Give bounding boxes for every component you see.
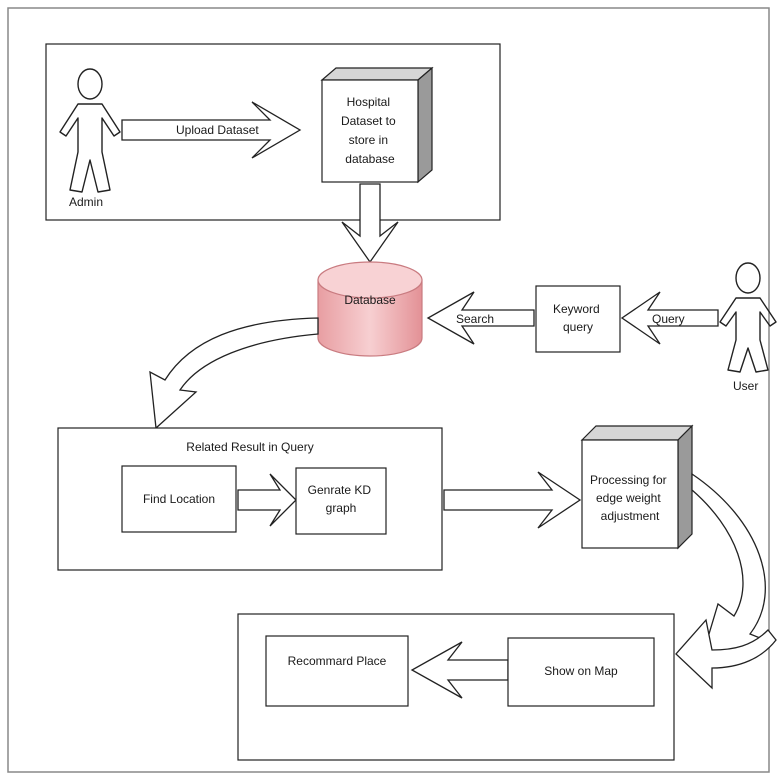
database-cylinder	[317, 261, 423, 357]
processing-line-3: adjustment	[601, 509, 660, 523]
results-to-processing-arrow	[443, 471, 582, 529]
query-arrow	[620, 291, 719, 345]
keyword-line-1: Keyword	[553, 302, 600, 316]
recommend-place-box	[265, 635, 409, 707]
processing-to-map-arrow-head	[675, 618, 777, 690]
hospital-line-2: Dataset to	[341, 114, 396, 128]
keyword-line-2: query	[563, 320, 593, 334]
svg-text:Keyword query: Keyword query	[553, 302, 603, 334]
svg-text:Genrate KD graph: Genrate KD graph	[308, 483, 375, 515]
find-location-label: Find Location	[143, 492, 215, 506]
search-label: Search	[456, 312, 494, 326]
processing-line-1: Processing for	[590, 473, 667, 487]
hospital-line-1: Hospital	[347, 95, 390, 109]
generate-kd-line-2: graph	[326, 501, 357, 515]
svg-text:Processing for edge weight: Processing for edge weight adjustment	[590, 473, 670, 523]
hospital-line-3: store in	[349, 133, 388, 147]
user-actor-icon	[719, 262, 777, 373]
outer-frame	[7, 7, 770, 773]
query-label: Query	[652, 312, 685, 326]
recommend-place-label: Recommard Place	[288, 654, 387, 668]
generate-kd-line-1: Genrate KD	[308, 483, 372, 497]
processing-cube	[580, 424, 694, 550]
svg-text:Hospital Dataset to st: Hospital Dataset to store in database	[341, 95, 399, 166]
map-to-recommend-arrow	[410, 641, 509, 699]
store-down-arrow	[341, 183, 399, 264]
admin-label: Admin	[69, 195, 103, 209]
find-to-generate-arrow	[237, 473, 297, 527]
database-label: Database	[344, 293, 396, 307]
user-label: User	[733, 379, 758, 393]
upload-arrow	[121, 101, 302, 159]
hospital-dataset-cube	[320, 66, 434, 184]
database-to-results-arrow	[149, 317, 319, 430]
keyword-query-box	[535, 285, 621, 353]
show-on-map-label: Show on Map	[544, 664, 618, 678]
processing-line-2: edge weight	[596, 491, 661, 505]
admin-actor-icon	[59, 68, 121, 193]
upload-dataset-label: Upload Dataset	[176, 123, 259, 137]
show-on-map-box	[507, 637, 655, 707]
related-result-title: Related Result in Query	[186, 440, 313, 454]
hospital-line-4: database	[345, 152, 395, 166]
generate-kd-box	[295, 467, 387, 535]
search-arrow	[426, 291, 535, 345]
find-location-box	[121, 465, 237, 533]
